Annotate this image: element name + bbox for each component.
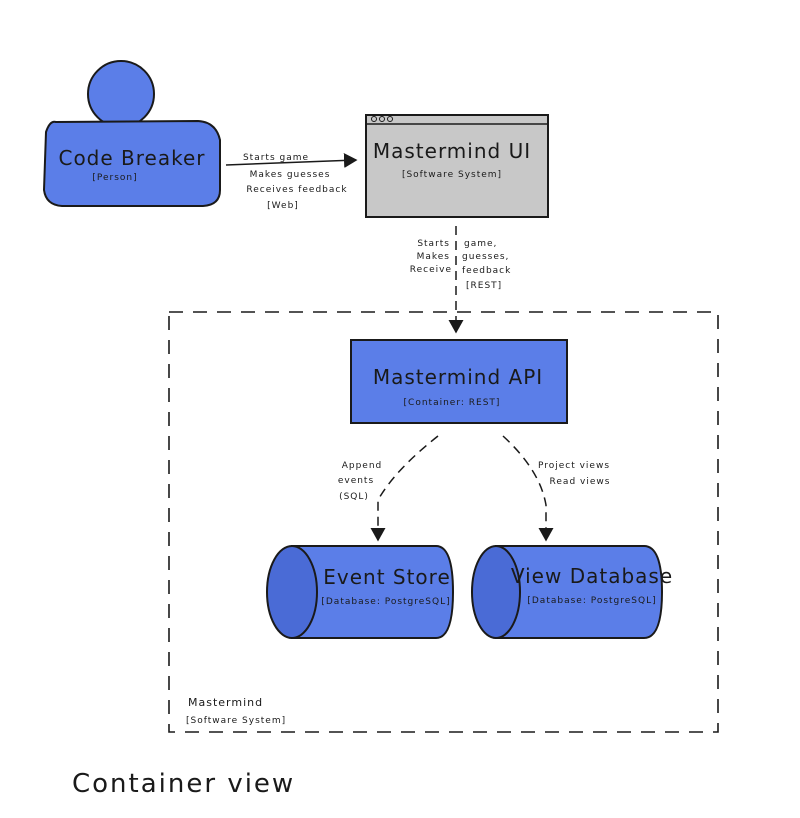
api-box <box>350 339 568 424</box>
api-name: Mastermind API <box>373 365 543 389</box>
event-store-type: [Database: PostgreSQL] <box>321 597 450 607</box>
relation-api-event-store-line1: Append <box>342 461 383 471</box>
event-store-database: Event Store [Database: PostgreSQL] <box>266 545 455 639</box>
relation-person-ui-arrow <box>225 152 358 168</box>
relation-api-event-store-line2: events <box>338 476 374 486</box>
view-database: View Database [Database: PostgreSQL] <box>471 545 673 639</box>
relation-ui-api-right3: feedback <box>462 266 511 276</box>
system-boundary-name: Mastermind <box>188 696 263 709</box>
system-boundary-type: [Software System] <box>186 716 286 726</box>
relation-person-ui: Starts game Makes guesses Receives feedb… <box>225 152 358 211</box>
relation-ui-api-left1: Starts <box>417 239 450 249</box>
api-type: [Container: REST] <box>404 398 501 408</box>
system-boundary: Mastermind [Software System] <box>168 311 719 733</box>
person-head-icon <box>87 60 155 128</box>
ui-name: Mastermind UI <box>373 139 531 163</box>
relation-api-event-store-tech: (SQL) <box>339 492 369 502</box>
window-dot-icon <box>371 116 377 122</box>
event-store-body <box>291 545 455 639</box>
view-database-name: View Database <box>511 564 673 588</box>
relation-person-ui-line2: Makes guesses <box>250 170 331 180</box>
event-store-cap <box>266 545 318 639</box>
relation-person-ui-tech: [Web] <box>267 201 299 211</box>
system-boundary-box <box>168 311 719 733</box>
relation-ui-api-left3: Receive <box>410 265 452 275</box>
relation-ui-api-right2: guesses, <box>462 252 509 262</box>
ui-type: [Software System] <box>402 170 502 180</box>
relation-ui-api-left2: Makes <box>417 252 450 262</box>
relation-api-view-db-arrow <box>502 435 554 542</box>
relation-ui-api-right1: game, <box>464 239 497 249</box>
diagram-caption: Container view <box>72 769 295 799</box>
person-type: [Person] <box>92 173 137 183</box>
relation-api-view-db-line2: Read views <box>550 477 611 487</box>
relation-api-event-store-arrow <box>370 435 439 542</box>
view-database-type: [Database: PostgreSQL] <box>527 596 656 606</box>
window-dot-icon <box>387 116 393 122</box>
relation-person-ui-line3: Receives feedback <box>246 185 347 195</box>
view-database-body <box>495 545 664 639</box>
relation-api-view-db: Project views Read views <box>502 435 611 542</box>
person-name: Code Breaker <box>58 146 205 170</box>
ui-window <box>365 114 549 218</box>
ui-system: Mastermind UI [Software System] <box>365 114 549 218</box>
person-body <box>42 119 221 207</box>
person-code-breaker: Code Breaker [Person] <box>42 60 221 207</box>
relation-ui-api: Starts Makes Receive game, guesses, feed… <box>410 226 511 334</box>
api-container: Mastermind API [Container: REST] <box>350 339 568 424</box>
view-database-cap <box>471 545 521 639</box>
relation-person-ui-line1: Starts game <box>243 153 309 163</box>
relation-ui-api-tech: [REST] <box>466 281 502 291</box>
event-store-name: Event Store <box>323 565 451 589</box>
relation-api-event-store: Append events (SQL) <box>338 435 439 542</box>
relation-api-view-db-line1: Project views <box>538 461 610 471</box>
window-dot-icon <box>379 116 385 122</box>
